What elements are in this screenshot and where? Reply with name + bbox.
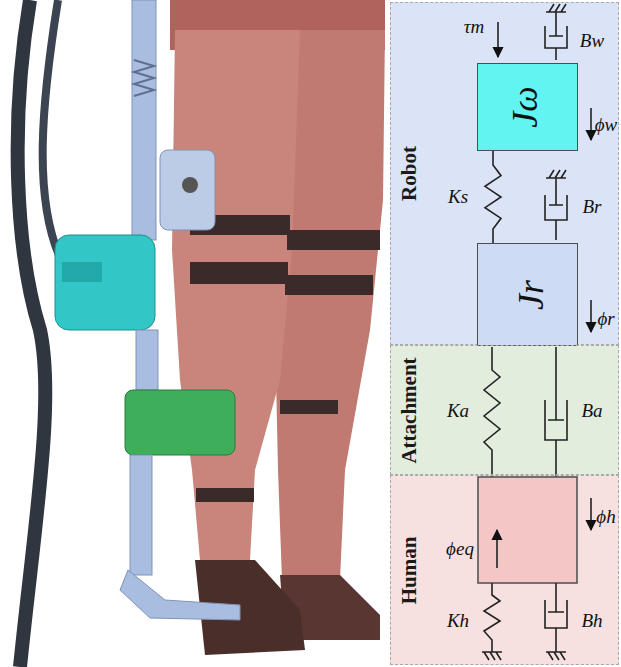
symbol-label: ϕw	[595, 115, 618, 134]
robot-ground	[390, 2, 619, 345]
region-label: Robot	[399, 146, 420, 201]
spring-symbol	[484, 583, 500, 652]
ground-symbol	[546, 4, 566, 12]
damper-symbol	[545, 347, 567, 477]
left-leg	[172, 30, 300, 560]
shin-strap	[196, 488, 254, 502]
region-band: Robot JωJr	[390, 2, 619, 345]
symbol-label: Ba	[581, 401, 602, 420]
shank-cuff	[125, 390, 235, 455]
mass-box: Jω	[477, 63, 578, 151]
cable	[43, 0, 62, 262]
exo-shank-bar	[130, 455, 152, 575]
model-symbols	[478, 4, 591, 660]
motor-unit	[55, 235, 155, 330]
thigh-strap	[287, 230, 380, 250]
photo-ground	[0, 0, 388, 667]
region-band: Human	[390, 475, 619, 665]
angle-arrow	[496, 530, 498, 568]
angle-arrow	[590, 108, 592, 140]
spring-connector	[485, 151, 501, 243]
exo-spring	[134, 60, 154, 96]
motor-detail	[62, 262, 102, 282]
angle-arrow	[590, 498, 592, 530]
mass-label: Jω	[507, 86, 543, 127]
human-mass	[478, 477, 577, 583]
cable-bundle	[18, 0, 46, 667]
region-label: Human	[399, 536, 420, 604]
mass-label: Jr	[513, 280, 549, 310]
damper-symbol	[545, 583, 567, 652]
damper-symbol	[545, 178, 567, 240]
symbol-label: ϕeq	[446, 539, 474, 558]
thigh-plate	[160, 150, 215, 230]
human-ground	[390, 475, 619, 665]
symbol-label: ϕh	[596, 507, 615, 526]
thigh-strap	[190, 262, 288, 284]
exo-thigh-bar	[132, 0, 156, 240]
symbol-label: Bh	[581, 611, 602, 630]
plate-bolt	[182, 177, 198, 193]
exo-knee-bar	[136, 330, 158, 390]
symbol-label: Bw	[580, 31, 604, 50]
symbol-label: ϕr	[597, 309, 614, 328]
shin-strap	[280, 400, 338, 414]
damper-symbol	[545, 12, 567, 60]
region-label: Attachment	[399, 357, 420, 463]
ground-symbol	[482, 652, 502, 660]
symbol-label: Ka	[447, 401, 469, 420]
mass-box: Jr	[477, 243, 578, 346]
thigh-strap	[285, 275, 373, 295]
ground-symbol	[546, 170, 566, 178]
symbol-label: τm	[464, 17, 485, 36]
attachment-ground	[390, 345, 619, 475]
foot-plate	[120, 570, 240, 620]
torque-arrow	[497, 22, 499, 57]
ground-symbol	[546, 652, 566, 660]
spring-label: Ks	[448, 187, 468, 206]
angle-arrow	[590, 300, 592, 332]
symbol-label: Kh	[447, 611, 469, 630]
spring-symbol	[484, 347, 500, 477]
symbol-label: Br	[583, 197, 602, 216]
